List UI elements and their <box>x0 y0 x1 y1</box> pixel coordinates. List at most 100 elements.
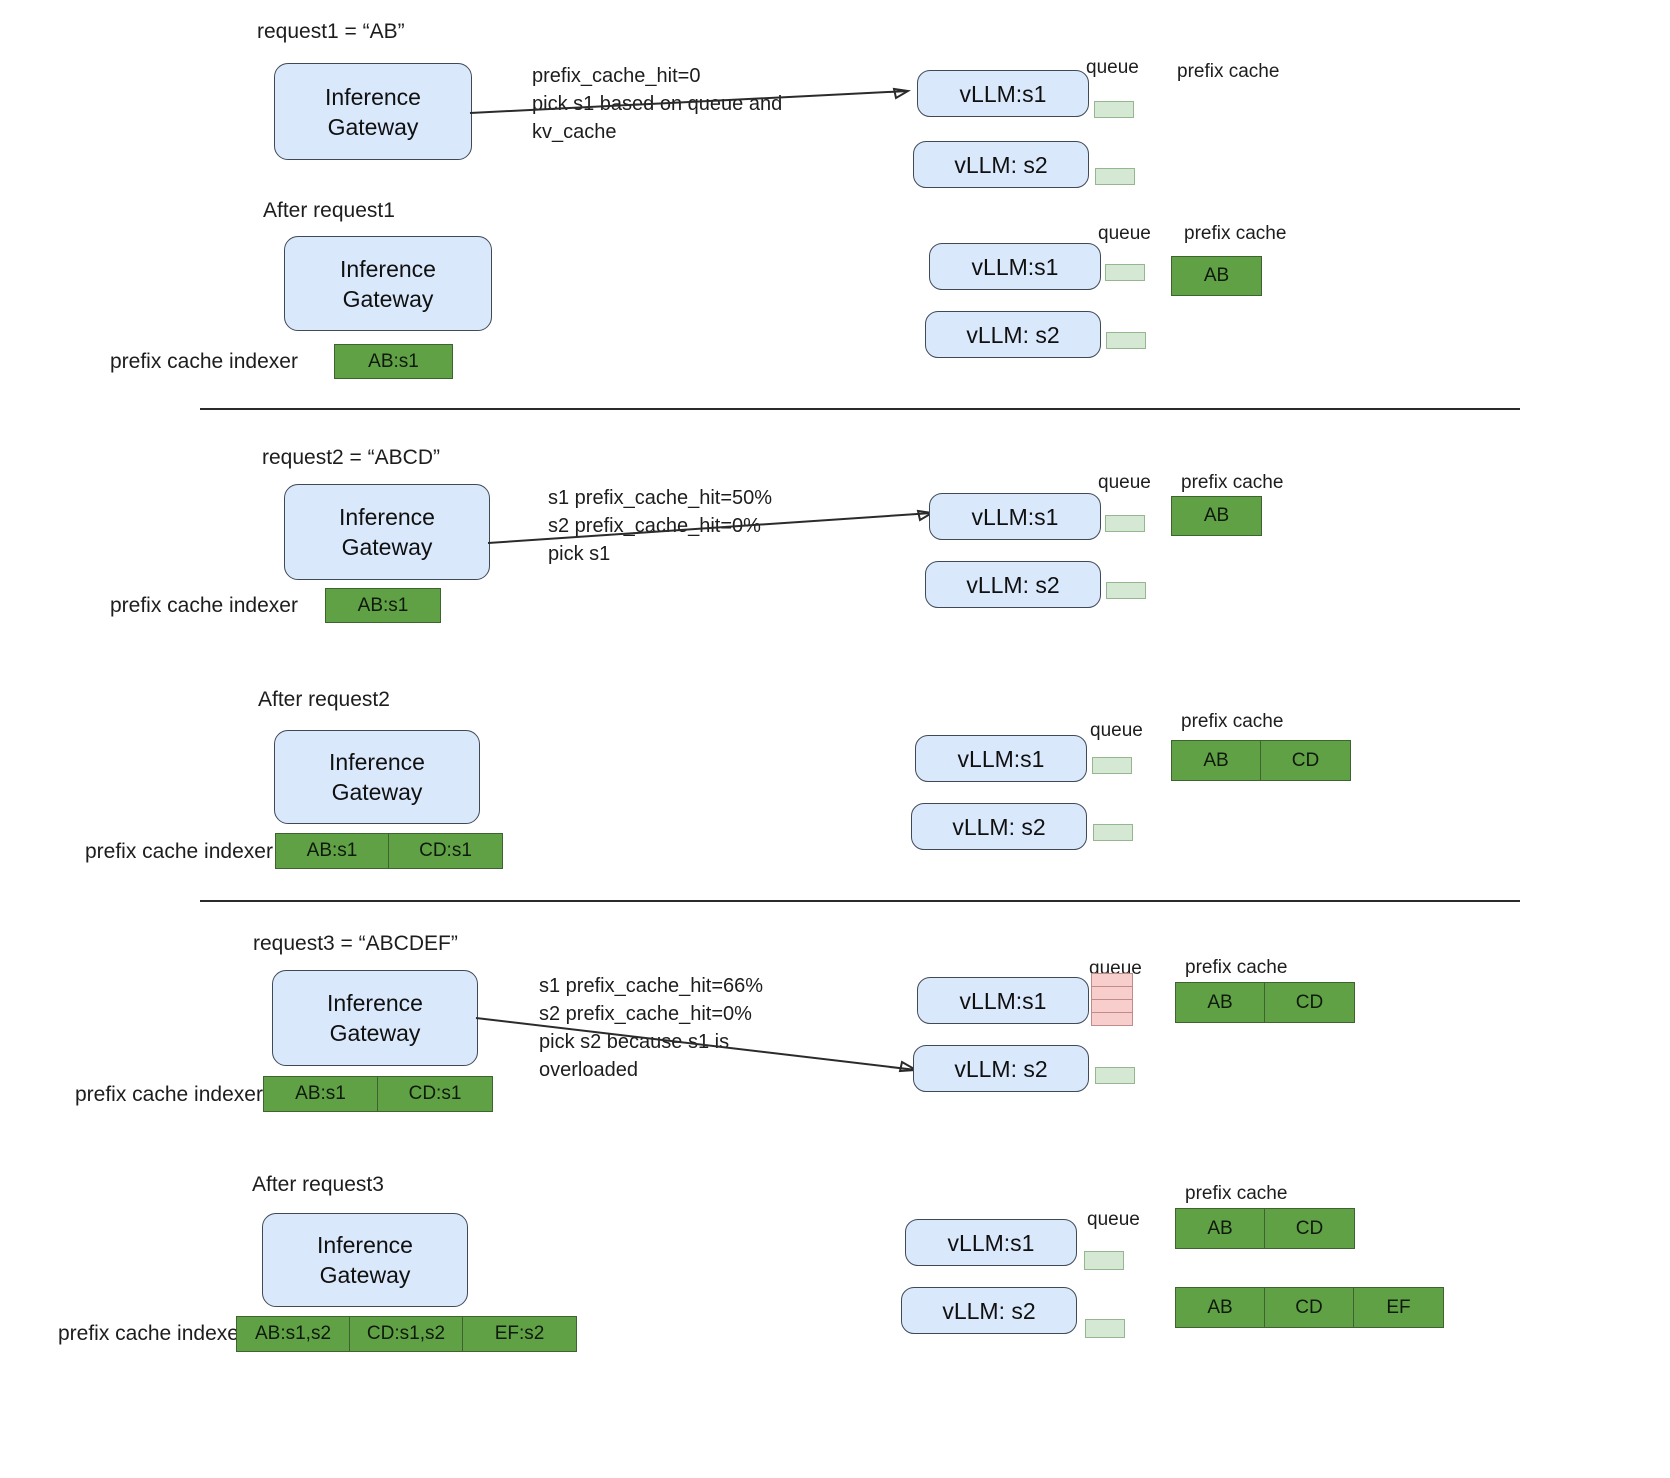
prefix-cache-label-request2: prefix cache <box>1181 472 1284 493</box>
prefix-cache-indexer-request3: AB:s1 CD:s1 <box>263 1076 493 1112</box>
gateway-line-2: Gateway <box>329 1020 421 1046</box>
vllm-s2-node-after-request2: vLLM: s2 <box>911 803 1087 850</box>
section-heading-after-request3: After request3 <box>252 1173 384 1196</box>
gateway-line-1: Inference <box>327 990 423 1016</box>
gateway-line-2: Gateway <box>341 534 433 560</box>
queue-label-request1: queue <box>1086 57 1139 78</box>
queue-indicator-s1-request2 <box>1105 515 1145 532</box>
prefix-cache-s1-request2: AB <box>1171 496 1262 536</box>
inference-gateway-node-after-request3: Inference Gateway <box>262 1213 468 1307</box>
prefix-cache-label-after-request2: prefix cache <box>1181 711 1284 732</box>
section-heading-after-request2: After request2 <box>258 688 390 711</box>
indexer-cell: AB:s1 <box>264 1077 378 1111</box>
vllm-s2-node-request3: vLLM: s2 <box>913 1045 1089 1092</box>
gateway-line-2: Gateway <box>327 113 419 140</box>
queue-indicator-s1-after-request1 <box>1105 264 1145 281</box>
prefix-cache-indexer-request2: AB:s1 <box>325 588 441 623</box>
inference-gateway-node-request2: Inference Gateway <box>284 484 490 580</box>
queue-label-after-request3: queue <box>1087 1209 1140 1230</box>
vllm-s2-node-after-request1: vLLM: s2 <box>925 311 1101 358</box>
indexer-label-after-request1: prefix cache indexer <box>110 350 298 373</box>
indexer-label-after-request3: prefix cache indexer <box>58 1322 246 1345</box>
queue-label-request2: queue <box>1098 472 1151 493</box>
indexer-cell: CD:s1 <box>389 834 502 868</box>
inference-gateway-node-after-request1: Inference Gateway <box>284 236 492 331</box>
prefix-cache-label-request3: prefix cache <box>1185 957 1288 978</box>
gateway-line-1: Inference <box>329 749 425 775</box>
prefix-cache-s1-request3: AB CD <box>1175 982 1355 1023</box>
indexer-cell: AB:s1,s2 <box>237 1317 350 1351</box>
queue-indicator-s2-request1 <box>1095 168 1135 185</box>
queue-indicator-s1-after-request2 <box>1092 757 1132 774</box>
prefix-cache-cell: AB <box>1172 257 1261 295</box>
inference-gateway-node-after-request2: Inference Gateway <box>274 730 480 824</box>
section-divider-1 <box>200 408 1520 410</box>
queue-segment <box>1092 987 1132 1000</box>
vllm-s1-node-request1: vLLM:s1 <box>917 70 1089 117</box>
prefix-cache-cell: CD <box>1265 983 1354 1022</box>
section-heading-request2: request2 = “ABCD” <box>262 446 440 469</box>
queue-indicator-s2-after-request1 <box>1106 332 1146 349</box>
prefix-cache-cell: CD <box>1265 1209 1354 1248</box>
routing-annotation-request2: s1 prefix_cache_hit=50% s2 prefix_cache_… <box>548 487 773 565</box>
prefix-cache-label-after-request1: prefix cache <box>1184 223 1287 244</box>
prefix-cache-indexer-after-request2: AB:s1 CD:s1 <box>275 833 503 869</box>
queue-segment <box>1092 1013 1132 1025</box>
prefix-cache-cell: AB <box>1176 983 1265 1022</box>
vllm-s1-node-after-request1: vLLM:s1 <box>929 243 1101 290</box>
prefix-cache-s1-after-request3: AB CD <box>1175 1208 1355 1249</box>
indexer-cell: AB:s1 <box>335 345 452 378</box>
prefix-cache-s2-after-request3: AB CD EF <box>1175 1287 1444 1328</box>
indexer-cell: CD:s1,s2 <box>350 1317 463 1351</box>
inference-gateway-node-request1: Inference Gateway <box>274 63 472 160</box>
vllm-s2-node-request1: vLLM: s2 <box>913 141 1089 188</box>
section-heading-request1: request1 = “AB” <box>257 20 405 43</box>
gateway-line-2: Gateway <box>342 285 434 312</box>
indexer-cell: CD:s1 <box>378 1077 492 1111</box>
queue-indicator-s1-after-request3 <box>1084 1251 1124 1270</box>
routing-annotation-request3: s1 prefix_cache_hit=66% s2 prefix_cache_… <box>539 975 764 1081</box>
indexer-label-request3: prefix cache indexer <box>75 1083 263 1106</box>
queue-label-after-request2: queue <box>1090 720 1143 741</box>
vllm-s1-node-request2: vLLM:s1 <box>929 493 1101 540</box>
queue-indicator-s2-request2 <box>1106 582 1146 599</box>
section-divider-2 <box>200 900 1520 902</box>
prefix-cache-s1-after-request2: AB CD <box>1171 740 1351 781</box>
vllm-s1-node-after-request3: vLLM:s1 <box>905 1219 1077 1266</box>
indexer-cell: AB:s1 <box>326 589 440 622</box>
vllm-s1-node-request3: vLLM:s1 <box>917 977 1089 1024</box>
prefix-cache-cell: AB <box>1176 1288 1265 1327</box>
indexer-cell: EF:s2 <box>463 1317 576 1351</box>
queue-indicator-s1-request1 <box>1094 101 1134 118</box>
queue-indicator-s1-request3 <box>1091 973 1133 1026</box>
vllm-s1-node-after-request2: vLLM:s1 <box>915 735 1087 782</box>
prefix-cache-indexer-after-request3: AB:s1,s2 CD:s1,s2 EF:s2 <box>236 1316 577 1352</box>
queue-indicator-s2-after-request3 <box>1085 1319 1125 1338</box>
gateway-line-2: Gateway <box>319 1262 411 1288</box>
prefix-cache-cell: CD <box>1261 741 1350 780</box>
prefix-cache-label-after-request3: prefix cache <box>1185 1183 1288 1204</box>
indexer-label-after-request2: prefix cache indexer <box>85 840 273 863</box>
prefix-cache-label-request1: prefix cache <box>1177 61 1280 82</box>
gateway-line-1: Inference <box>340 255 436 282</box>
prefix-cache-cell: AB <box>1172 497 1261 535</box>
queue-label-after-request1: queue <box>1098 223 1151 244</box>
section-heading-request3: request3 = “ABCDEF” <box>253 932 458 955</box>
queue-indicator-s2-request3 <box>1095 1067 1135 1084</box>
inference-gateway-node-request3: Inference Gateway <box>272 970 478 1066</box>
queue-segment <box>1092 974 1132 987</box>
prefix-cache-s1-after-request1: AB <box>1171 256 1262 296</box>
vllm-s2-node-request2: vLLM: s2 <box>925 561 1101 608</box>
gateway-line-1: Inference <box>317 1232 413 1258</box>
prefix-cache-cell: AB <box>1172 741 1261 780</box>
queue-segment <box>1092 1000 1132 1013</box>
vllm-s2-node-after-request3: vLLM: s2 <box>901 1287 1077 1334</box>
indexer-cell: AB:s1 <box>276 834 389 868</box>
prefix-cache-indexer-after-request1: AB:s1 <box>334 344 453 379</box>
section-heading-after-request1: After request1 <box>263 199 395 222</box>
prefix-cache-cell: AB <box>1176 1209 1265 1248</box>
prefix-cache-cell: EF <box>1354 1288 1443 1327</box>
gateway-line-1: Inference <box>339 504 435 530</box>
queue-indicator-s2-after-request2 <box>1093 824 1133 841</box>
